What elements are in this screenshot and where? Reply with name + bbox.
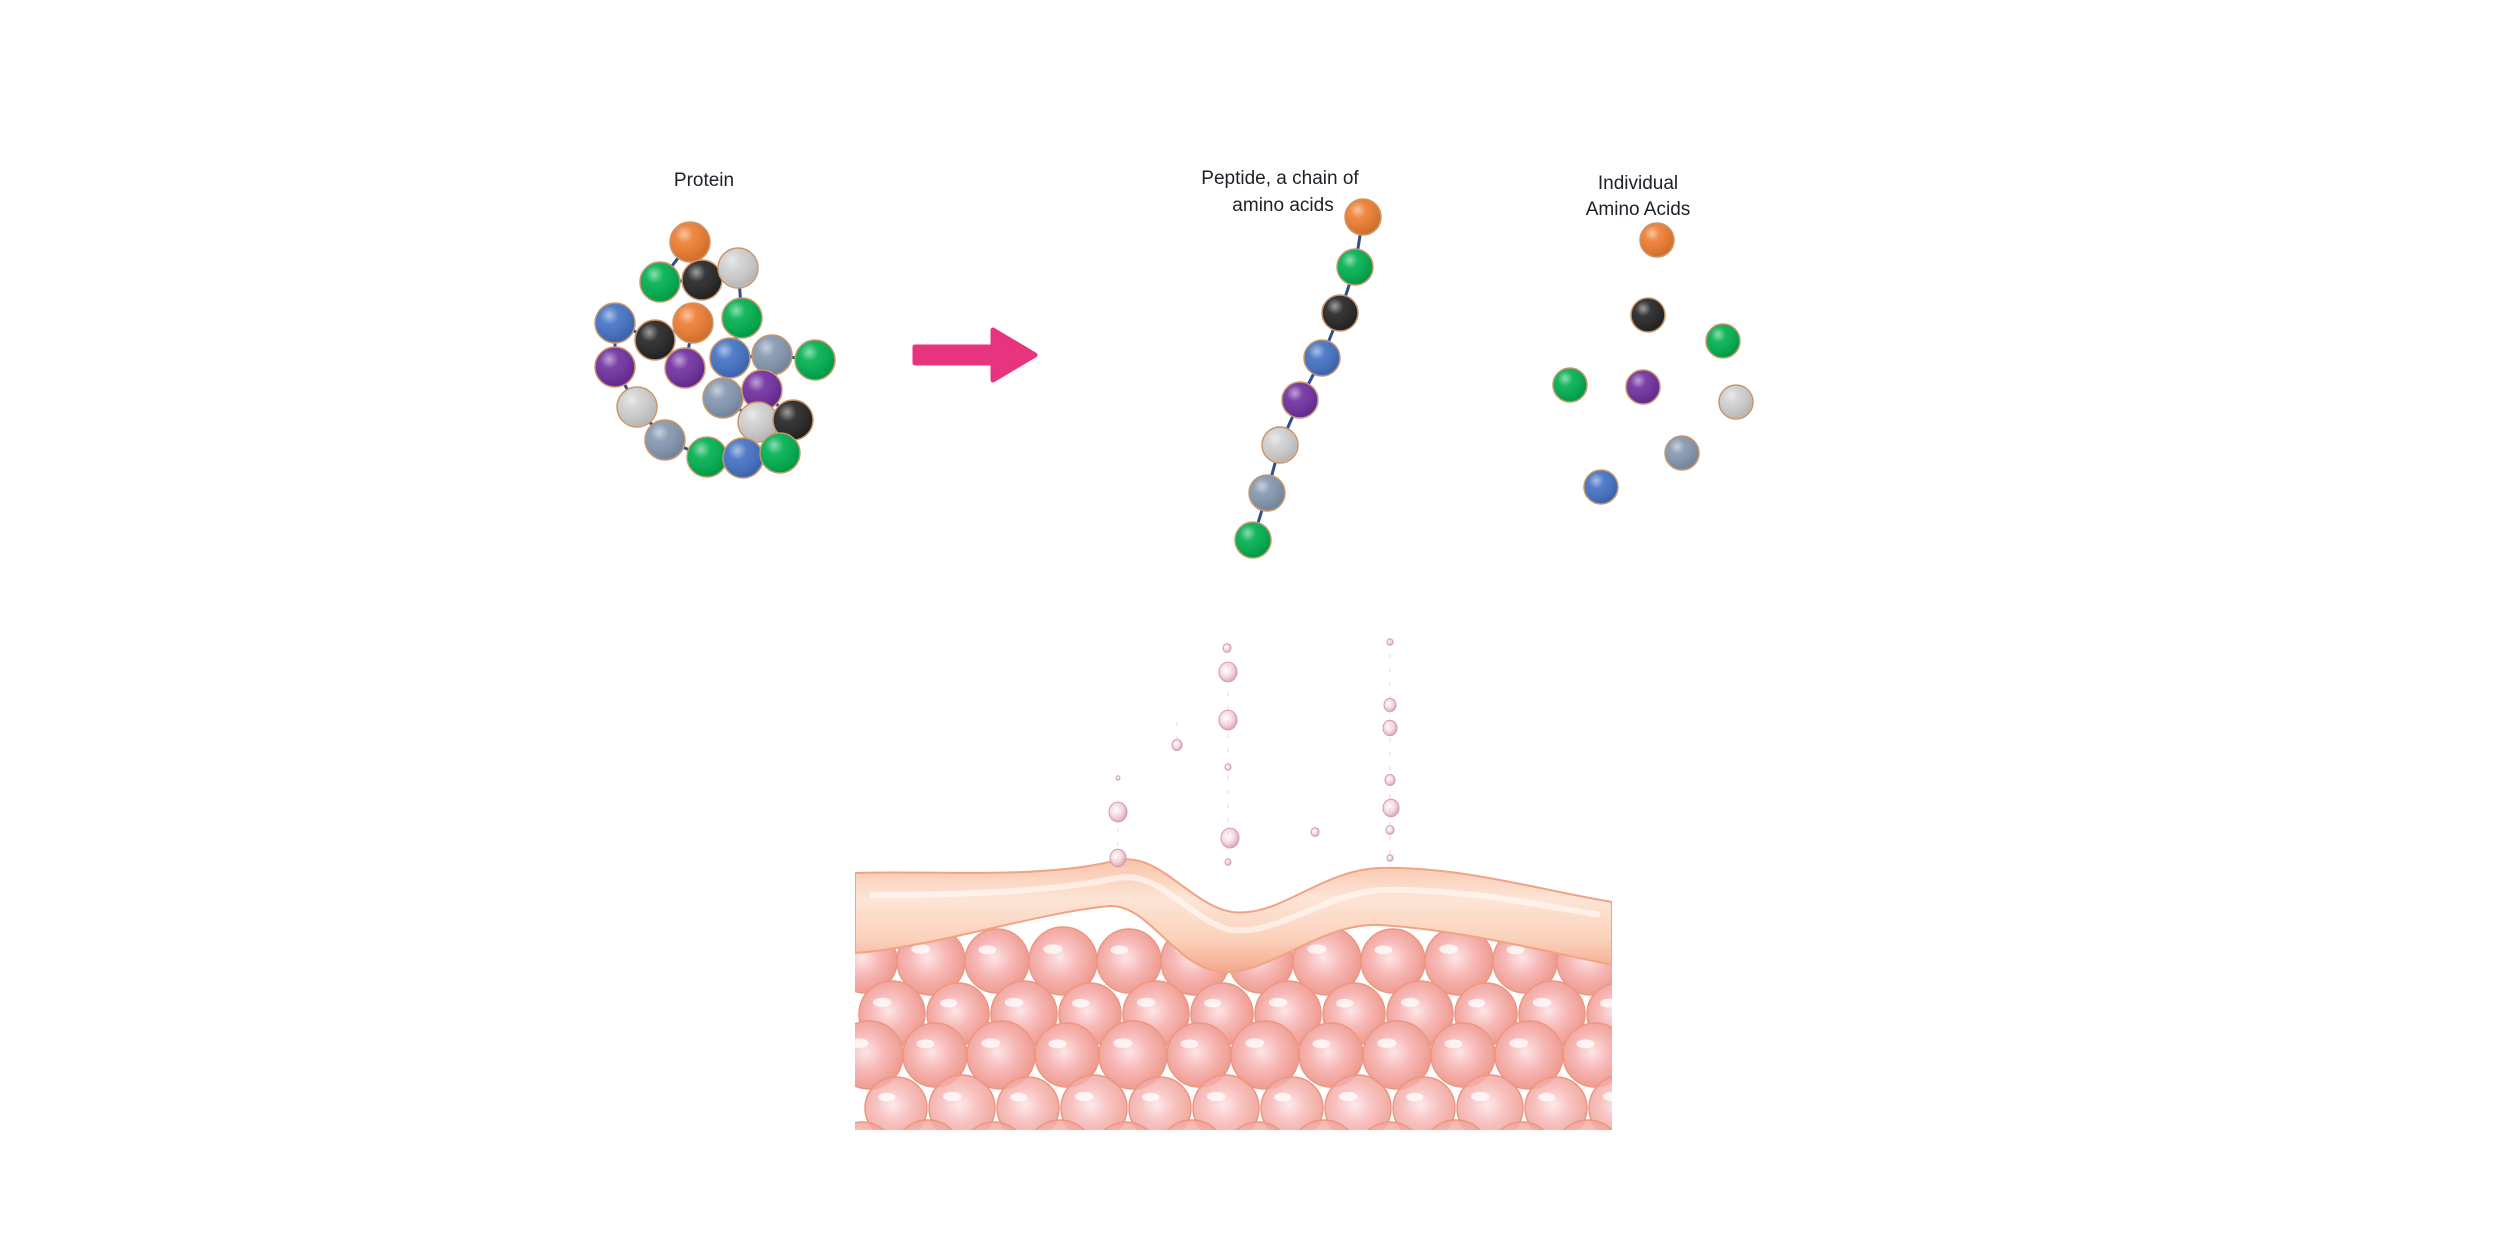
- protein-green-ball: [686, 436, 728, 478]
- skin-cell: [864, 1076, 928, 1130]
- skin-cell: [902, 1119, 954, 1130]
- droplet: [1171, 739, 1183, 751]
- protein-blue-ball: [709, 337, 751, 379]
- droplet: [1310, 827, 1320, 837]
- protein-purple-ball: [741, 369, 783, 411]
- skin-cell: [1098, 1020, 1168, 1090]
- peptide-black-ball: [1321, 294, 1359, 332]
- peptide-chain: [1234, 198, 1382, 559]
- skin-cell: [1034, 1119, 1086, 1130]
- individual-lightgray-ball: [1718, 384, 1754, 420]
- skin-cell: [1324, 1074, 1392, 1130]
- protein-molecule: [594, 221, 836, 479]
- individual-amino-acids: [1552, 222, 1754, 505]
- skin-cell: [1367, 1121, 1413, 1130]
- protein-green-ball: [639, 261, 681, 303]
- protein-slategray-ball: [702, 377, 744, 419]
- skin-cell: [855, 1121, 885, 1130]
- serum-droplets: [1108, 638, 1400, 872]
- skin-cell: [1588, 1075, 1612, 1130]
- droplet: [1220, 827, 1240, 849]
- protein-black-ball: [772, 399, 814, 441]
- skin-cell: [1103, 1121, 1149, 1130]
- droplet: [1108, 801, 1128, 823]
- arrow-right-icon: [912, 327, 1038, 383]
- protein-label: Protein: [673, 170, 735, 191]
- peptide-green-ball: [1234, 521, 1272, 559]
- skin-cell: [1060, 1074, 1128, 1130]
- skin-cell: [1128, 1076, 1192, 1130]
- individual-green-ball: [1552, 367, 1588, 403]
- protein-slategray-ball: [644, 419, 686, 461]
- protein-lightgray-ball: [737, 401, 779, 443]
- skin-cell: [1096, 928, 1162, 994]
- peptide-slategray-ball: [1248, 474, 1286, 512]
- skin-illustration: [855, 858, 1612, 1130]
- skin-cell: [1562, 1119, 1612, 1130]
- protein-black-ball: [681, 259, 723, 301]
- skin-cell: [971, 1121, 1017, 1130]
- skin-cell: [1494, 1020, 1564, 1090]
- individual-green-ball: [1705, 323, 1741, 359]
- protein-green-ball: [794, 339, 836, 381]
- skin-cell: [1260, 1076, 1324, 1130]
- peptide-label-line1: Peptide, a chain of: [1201, 168, 1359, 189]
- skin-cell: [1499, 1121, 1545, 1130]
- individual-slategray-ball: [1664, 435, 1700, 471]
- skin-cell: [1392, 1076, 1456, 1130]
- peptide-purple-ball: [1281, 381, 1319, 419]
- protein-purple-ball: [594, 346, 636, 388]
- individual-purple-ball: [1625, 369, 1661, 405]
- individual-orange-ball: [1639, 222, 1675, 258]
- droplet: [1222, 643, 1232, 653]
- protein-purple-ball: [664, 347, 706, 389]
- droplet: [1382, 798, 1400, 818]
- peptide-orange-ball: [1344, 198, 1382, 236]
- peptide-blue-ball: [1303, 339, 1341, 377]
- droplet: [1383, 697, 1397, 713]
- skin-cell: [855, 1020, 904, 1090]
- droplet: [1385, 825, 1395, 835]
- protein-orange-ball: [672, 302, 714, 344]
- individual-black-ball: [1630, 297, 1666, 333]
- skin-cell: [1298, 1119, 1350, 1130]
- skin-cell: [1360, 928, 1426, 994]
- skin-cell: [928, 1074, 996, 1130]
- skin-cell: [1235, 1121, 1281, 1130]
- skin-cell: [1430, 1022, 1496, 1088]
- skin-cell: [1524, 1076, 1588, 1130]
- skin-cell: [1430, 1119, 1482, 1130]
- protein-slategray-ball: [751, 334, 793, 376]
- individual-label-line1: Individual: [1597, 173, 1679, 194]
- skin-cell: [1562, 1022, 1612, 1088]
- protein-blue-ball: [722, 437, 764, 479]
- protein-lightgray-ball: [616, 386, 658, 428]
- individual-blue-ball: [1583, 469, 1619, 505]
- protein-lightgray-ball: [717, 247, 759, 289]
- peptide-label-line2: amino acids: [1232, 195, 1334, 216]
- protein-green-ball: [721, 297, 763, 339]
- skin-cell: [1166, 1119, 1218, 1130]
- skin-cell: [1192, 1074, 1260, 1130]
- protein-orange-ball: [669, 221, 711, 263]
- protein-black-ball: [634, 319, 676, 361]
- protein-blue-ball: [594, 302, 636, 344]
- droplet: [1115, 775, 1121, 781]
- skin-sheen: [869, 874, 1601, 934]
- protein-green-ball: [759, 432, 801, 474]
- skin-cells: [855, 926, 1612, 1130]
- individual-label-line2: Amino Acids: [1585, 199, 1691, 220]
- skin-cell: [1298, 1022, 1364, 1088]
- droplet: [1386, 854, 1394, 862]
- peptide-green-ball: [1336, 248, 1374, 286]
- skin-cell: [964, 928, 1030, 994]
- peptide-lightgray-ball: [1261, 426, 1299, 464]
- skin-cell: [996, 1076, 1060, 1130]
- skin-cell: [1456, 1074, 1524, 1130]
